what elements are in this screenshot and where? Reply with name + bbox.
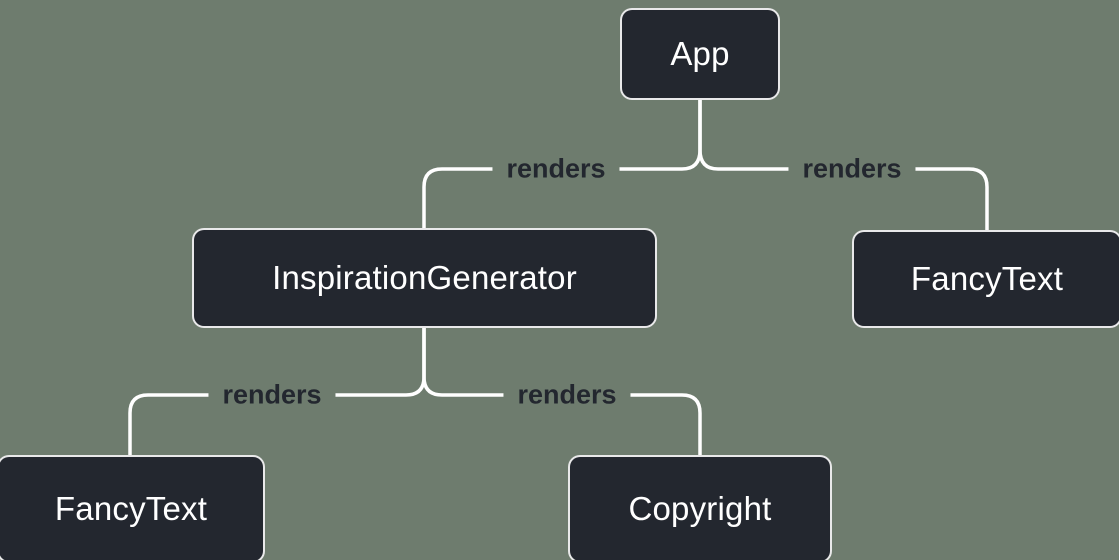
node-copyright: Copyright (568, 455, 832, 560)
node-fancy-text: FancyText (852, 230, 1119, 328)
edge-label-renders: renders (208, 377, 336, 413)
node-app: App (620, 8, 780, 100)
node-inspiration-generator: InspirationGenerator (192, 228, 657, 328)
edge-label-renders: renders (503, 377, 631, 413)
edge-label-renders: renders (492, 151, 620, 187)
edge-label-renders: renders (788, 151, 916, 187)
node-fancy-text: FancyText (0, 455, 265, 560)
